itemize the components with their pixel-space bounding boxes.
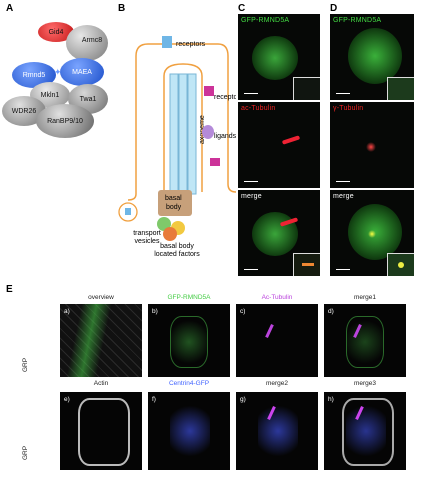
receptor-mid-icon [204,86,214,96]
row1-grp-label: GRP [22,357,29,372]
header-gfp: GFP-RMND5A [167,294,211,301]
header-merge2: merge2 [265,380,289,387]
c-gfp-label: GFP-RMND5A [241,17,290,24]
image-d-gtub: γ-Tubulin [330,102,414,188]
basal-factors-label: basal body located factors [146,243,208,259]
basal-body [158,190,192,216]
row2-grp-label: GRP [22,445,29,460]
e-g-label: g) [240,396,246,403]
header-centrin: Centrin4-GFP [168,380,210,387]
panel-label-e: E [6,284,13,295]
e-h-label: h) [328,396,334,403]
image-d-gfp: GFP-RMND5A [330,14,414,100]
wdr26-label: WDR26 [11,107,37,115]
c-gfp-inset [293,77,320,100]
transport-line2: vesicles [134,238,160,245]
e-d-label: d) [328,308,334,315]
c-merge-label: merge [241,193,262,200]
e-e-label: e) [64,396,70,403]
d-merge-inset [387,253,414,276]
gid4-subunit: Gid4 [38,22,74,42]
factors-line2: located factors [154,251,200,258]
armc8-subunit: Armc8 [66,25,108,61]
image-c-gfp: GFP-RMND5A [238,14,320,100]
image-e-g: g) [236,392,318,470]
rmnd5-label: Rmnd5 [22,71,46,79]
panel-label-b: B [118,3,126,14]
d-gfp-inset [387,77,414,100]
e-f-label: f) [152,396,156,403]
header-merge1: merge1 [353,294,377,301]
panel-label-a: A [6,3,14,14]
ciliary-membrane [163,63,203,192]
factors-line1: basal body [160,243,194,250]
basal-body-line2: body [166,204,182,211]
maea-label: MAEA [72,68,92,76]
transport-line1: transport [133,230,161,237]
e-a-label: a) [64,308,70,315]
receptors-mid-label: receptors [214,94,236,101]
panel-label-d: D [330,3,338,14]
ring-domain-icon: ✦ [54,67,62,77]
image-c-actub: ac-Tubulin [238,102,320,188]
image-e-a: a) [60,304,142,377]
image-e-b: b) [148,304,230,377]
image-d-merge: merge [330,190,414,276]
image-e-e: e) [60,392,142,470]
ranbp-label: RanBP9/10 [47,117,83,125]
c-merge-inset [293,253,320,276]
armc8-label: Armc8 [81,36,103,44]
header-merge3: merge3 [353,380,377,387]
c-actub-label: ac-Tubulin [241,105,276,112]
ligand-icon [202,125,214,139]
panel-label-c: C [238,3,246,14]
axoneme-microtubule [178,73,188,195]
factor-orange [163,227,177,241]
receptor-top-icon [162,36,172,48]
vesicle-receptor-icon [125,208,131,215]
image-e-f: f) [148,392,230,470]
e-b-label: b) [152,308,158,315]
header-actin: Actin [93,380,109,387]
image-e-c: c) [236,304,318,377]
transport-vesicle [118,202,138,222]
d-gtub-label: γ-Tubulin [333,105,364,112]
maea-subunit: MAEA [60,58,104,86]
muskelin-label: Mkln1 [40,91,60,99]
gid4-label: Gid4 [48,28,64,36]
receptors-top-label: receptors [176,41,206,48]
header-overview: overview [88,294,114,301]
header-actub: Ac-Tubulin [261,294,293,301]
image-c-merge: merge [238,190,320,276]
image-e-d: d) [324,304,406,377]
ranbp-subunit: RanBP9/10 [36,104,94,138]
ligands-label: ligands [214,133,236,140]
cilium-schematic: axoneme receptors receptors ligands basa… [118,36,236,241]
d-gfp-label: GFP-RMND5A [333,17,382,24]
twa1-label: Twa1 [79,95,97,103]
axoneme-microtubule [187,73,197,195]
receptor-bottom-icon [210,158,220,166]
cell-membrane [135,43,236,193]
basal-body-line1: basal [165,195,182,202]
e-c-label: c) [240,308,246,315]
cell-membrane-left [127,56,137,201]
d-merge-label: merge [333,193,354,200]
axoneme-microtubule [169,73,179,195]
transport-vesicles-label: transport vesicles [120,230,174,246]
image-e-h: h) [324,392,406,470]
